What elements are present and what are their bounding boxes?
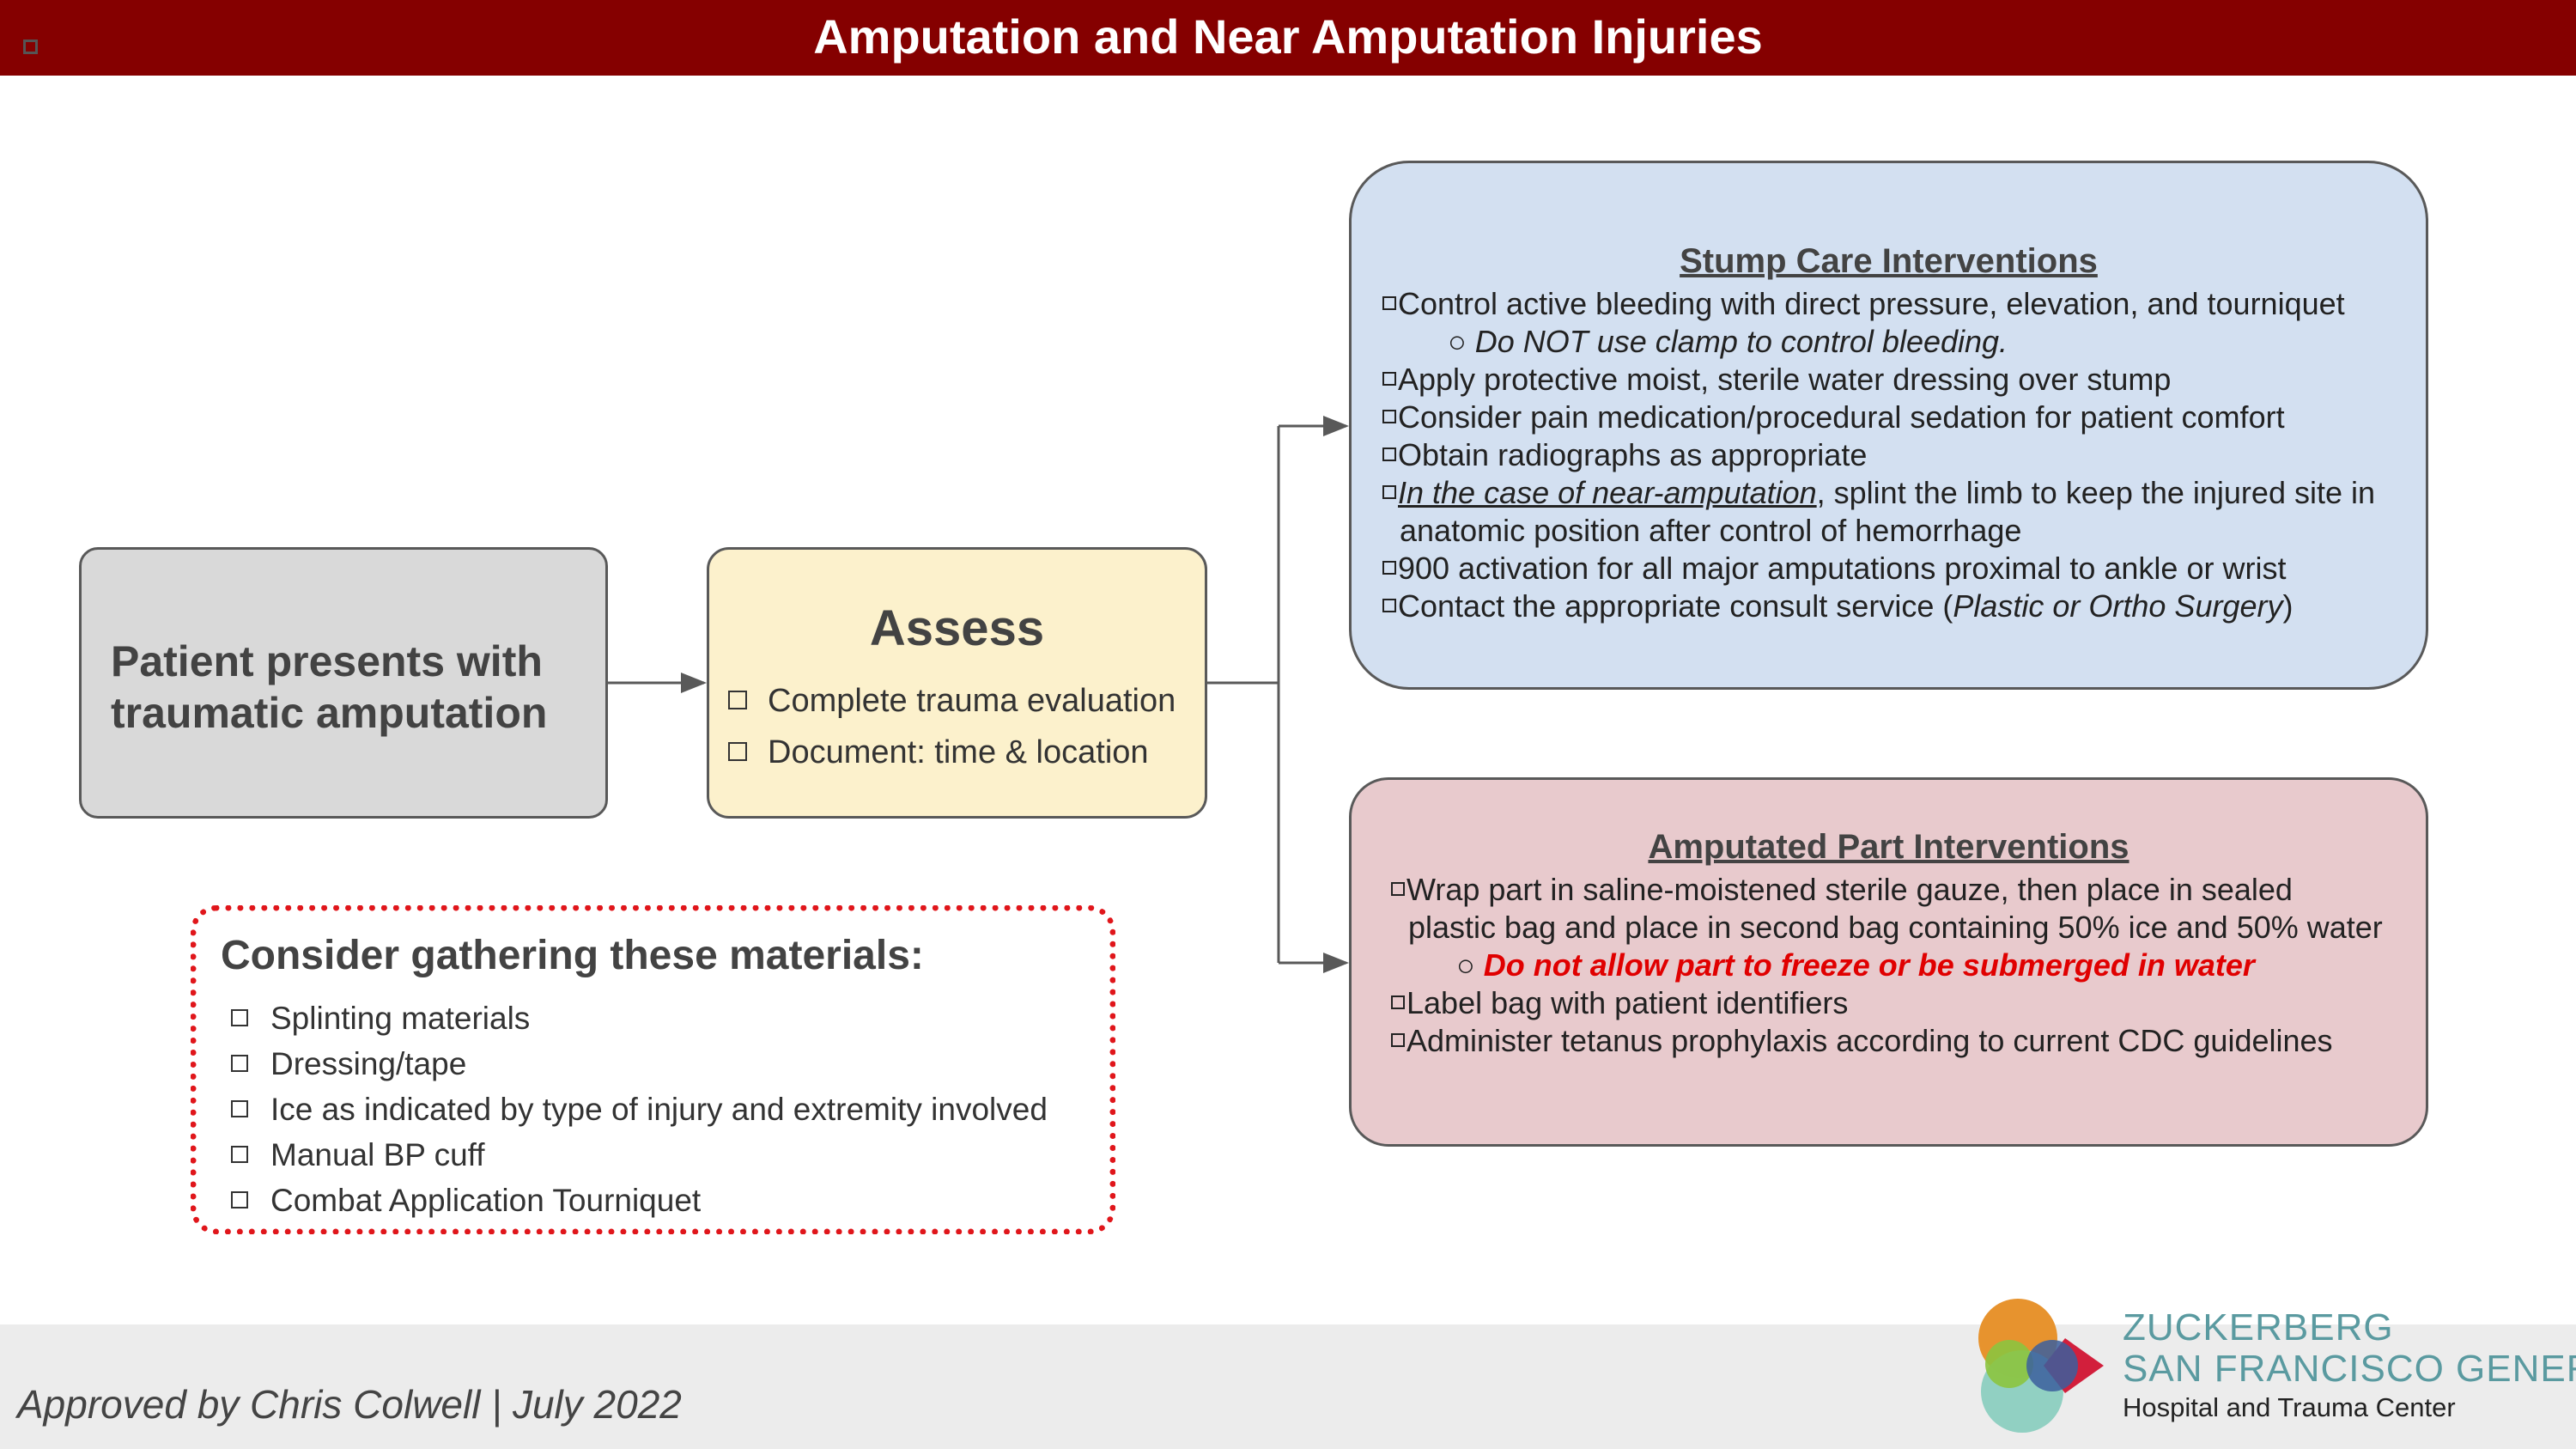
amputated-part-title: Amputated Part Interventions	[1648, 828, 2129, 866]
stump-subitem-text: Do NOT use clamp to control bleeding.	[1474, 324, 2008, 359]
checkbox-icon	[1382, 447, 1396, 462]
assess-box: Assess Complete trauma evaluation Docume…	[707, 547, 1207, 819]
checkbox-icon	[1382, 410, 1396, 424]
assess-item-label: Complete trauma evaluation	[768, 683, 1176, 719]
header-bar: Amputation and Near Amputation Injuries	[0, 0, 2576, 76]
stump-care-title: Stump Care Interventions	[1680, 242, 2098, 280]
hospital-logo-icon	[1978, 1299, 2104, 1433]
amp-item-text: Administer tetanus prophylaxis according…	[1406, 1023, 2333, 1058]
material-label: Combat Application Tourniquet	[270, 1183, 702, 1218]
material-label: Manual BP cuff	[270, 1137, 485, 1172]
stump-item-text: )	[2282, 588, 2293, 624]
checkbox-icon	[231, 1055, 248, 1073]
stump-item-text: Obtain radiographs as appropriate	[1398, 437, 1868, 472]
amp-warning-text: Do not allow part to freeze or be submer…	[1483, 947, 2255, 983]
logo-line-3: Hospital and Trauma Center	[2123, 1392, 2456, 1422]
stump-item: Control active bleeding with direct pres…	[1382, 285, 2375, 323]
checkbox-icon	[728, 690, 747, 709]
materials-box: Consider gathering these materials: Spli…	[191, 905, 1115, 1234]
assess-title: Assess	[869, 600, 1045, 656]
patient-text-2: traumatic amputation	[111, 689, 548, 737]
amp-item-text: Wrap part in saline-moistened sterile ga…	[1406, 872, 2293, 907]
assess-item: Document: time & location	[728, 727, 1176, 778]
checkbox-icon	[1382, 561, 1396, 575]
stump-item-text: , splint the limb to keep the injured si…	[1816, 475, 2376, 510]
stump-item-text: anatomic position after control of hemor…	[1400, 513, 2022, 548]
material-item: Manual BP cuff	[231, 1132, 1048, 1178]
stump-item-text: Apply protective moist, sterile water dr…	[1398, 362, 2172, 397]
checkbox-icon	[23, 40, 38, 54]
checkbox-icon	[1391, 995, 1405, 1010]
stump-care-box: Stump Care Interventions Control active …	[1349, 161, 2428, 690]
material-item: Ice as indicated by type of injury and e…	[231, 1087, 1048, 1132]
footer: Approved by Chris Colwell | July 2022	[0, 1324, 2576, 1449]
material-item: Splinting materials	[231, 995, 1048, 1041]
stump-item-text: Consider pain medication/procedural seda…	[1398, 399, 2285, 435]
amp-subitem: ○ Do not allow part to freeze or be subm…	[1456, 947, 2255, 983]
stump-item: Apply protective moist, sterile water dr…	[1382, 361, 2375, 399]
amputated-part-box: Amputated Part Interventions Wrap part i…	[1349, 777, 2428, 1147]
stump-item-text: Plastic or Ortho Surgery	[1953, 588, 2283, 624]
amp-item-text: plastic bag and place in second bag cont…	[1408, 910, 2383, 945]
stump-item-text: In the case of near-amputation	[1398, 475, 1817, 510]
logo-line-1: ZUCKERBERG	[2123, 1306, 2394, 1349]
stump-item: In the case of near-amputation, splint t…	[1382, 474, 2375, 512]
stump-subitem: ○ Do NOT use clamp to control bleeding.	[1448, 324, 2008, 359]
approval-text: Approved by Chris Colwell | July 2022	[17, 1382, 682, 1427]
checkbox-icon	[1391, 1033, 1405, 1048]
stump-item-text: 900 activation for all major amputations…	[1398, 551, 2287, 586]
checkbox-icon	[1391, 882, 1405, 897]
checkbox-icon	[1382, 599, 1396, 613]
stump-item: 900 activation for all major amputations…	[1382, 550, 2375, 588]
amp-item: Label bag with patient identifiers	[1391, 984, 2383, 1022]
checkbox-icon	[231, 1146, 248, 1164]
material-label: Splinting materials	[270, 1001, 531, 1036]
amp-item-text: Label bag with patient identifiers	[1406, 985, 1849, 1020]
checkbox-icon	[1382, 296, 1396, 311]
stump-item-text: Control active bleeding with direct pres…	[1398, 286, 2345, 321]
checkbox-icon	[231, 1100, 248, 1118]
logo-line-2: SAN FRANCISCO GENERAL	[2123, 1348, 2576, 1390]
assess-item-label: Document: time & location	[768, 734, 1149, 770]
material-label: Ice as indicated by type of injury and e…	[270, 1092, 1048, 1127]
assess-item: Complete trauma evaluation	[728, 675, 1176, 727]
checkbox-icon	[1382, 485, 1396, 500]
stump-item: Contact the appropriate consult service …	[1382, 588, 2375, 625]
stump-item: Obtain radiographs as appropriate	[1382, 436, 2375, 474]
page-title: Amputation and Near Amputation Injuries	[813, 9, 1763, 64]
amp-item: Administer tetanus prophylaxis according…	[1391, 1022, 2383, 1060]
stump-item-text: Contact the appropriate consult service …	[1398, 588, 1953, 624]
stump-item: Consider pain medication/procedural seda…	[1382, 399, 2375, 436]
checkbox-icon	[231, 1009, 248, 1027]
material-item: Dressing/tape	[231, 1041, 1048, 1087]
checkbox-icon	[728, 741, 747, 761]
material-label: Dressing/tape	[270, 1046, 467, 1081]
checkbox-icon	[1382, 372, 1396, 387]
patient-text: Patient presents with	[111, 637, 543, 685]
checkbox-icon	[231, 1191, 248, 1209]
material-item: Combat Application Tourniquet	[231, 1178, 1048, 1223]
materials-title: Consider gathering these materials:	[221, 933, 924, 978]
amp-item: Wrap part in saline-moistened sterile ga…	[1391, 871, 2383, 909]
